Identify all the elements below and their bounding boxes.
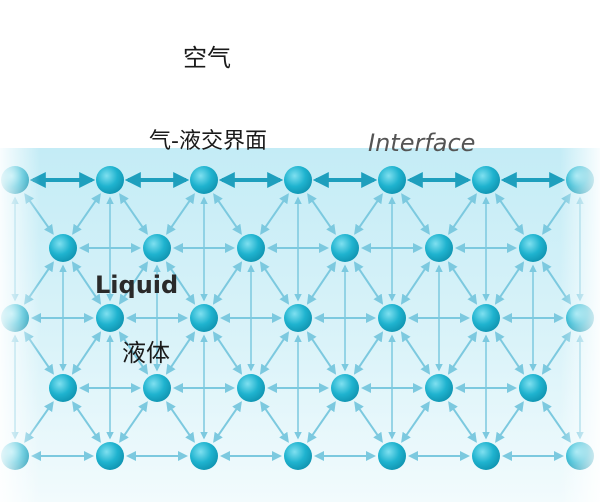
inner-bond-arrow bbox=[354, 193, 383, 235]
inner-bond-arrow bbox=[447, 331, 478, 375]
inner-bond-arrow bbox=[119, 193, 148, 235]
inner-bond-arrow bbox=[212, 331, 243, 375]
inner-bond-arrow bbox=[119, 401, 148, 443]
air-label: 空气 bbox=[183, 44, 231, 72]
liquid-molecule bbox=[96, 304, 124, 332]
inner-bond-arrow bbox=[353, 331, 384, 375]
liquid-molecule bbox=[49, 234, 77, 262]
liquid-molecule bbox=[425, 374, 453, 402]
liquid-molecule bbox=[96, 442, 124, 470]
inner-bond-arrow bbox=[259, 261, 290, 305]
inner-bond-arrow bbox=[72, 401, 101, 443]
inner-bond-arrow bbox=[71, 331, 102, 375]
surface-molecule bbox=[284, 166, 312, 194]
inner-bond-arrow bbox=[118, 261, 149, 305]
inner-bond-arrow bbox=[307, 401, 336, 443]
surface-molecule bbox=[190, 166, 218, 194]
inner-bond-arrow bbox=[448, 193, 477, 235]
inner-bond-arrow bbox=[260, 193, 289, 235]
surface-molecule bbox=[378, 166, 406, 194]
inner-bond-arrow bbox=[166, 401, 195, 443]
inner-bond-arrow bbox=[72, 193, 101, 235]
liquid-molecule bbox=[237, 234, 265, 262]
surface-molecule bbox=[96, 166, 124, 194]
inner-bond-arrow bbox=[353, 261, 384, 305]
liquid-molecule bbox=[190, 304, 218, 332]
inner-bond-arrow bbox=[166, 193, 195, 235]
inner-bond-arrow bbox=[165, 331, 196, 375]
liquid-molecule bbox=[378, 304, 406, 332]
liquid-molecule bbox=[49, 374, 77, 402]
inner-bond-arrow bbox=[212, 261, 243, 305]
liquid-label-en: Liquid bbox=[95, 271, 179, 299]
interface-label-cn: 气-液交界面 bbox=[149, 129, 267, 154]
inner-bond-arrow bbox=[495, 193, 524, 235]
surface-molecule bbox=[472, 166, 500, 194]
liquid-molecule bbox=[237, 374, 265, 402]
liquid-molecule bbox=[331, 234, 359, 262]
liquid-molecule bbox=[425, 234, 453, 262]
inner-bond-arrow bbox=[401, 401, 430, 443]
inner-bond-arrow bbox=[213, 401, 242, 443]
liquid-molecule bbox=[519, 234, 547, 262]
liquid-molecule bbox=[472, 304, 500, 332]
inner-bond-arrow bbox=[307, 193, 336, 235]
inner-bond-arrow bbox=[494, 331, 525, 375]
inner-bond-arrow bbox=[495, 401, 524, 443]
edge-fade-left bbox=[0, 148, 40, 502]
liquid-molecule bbox=[284, 304, 312, 332]
inner-bond-arrow bbox=[306, 331, 337, 375]
inner-bond-arrow bbox=[448, 401, 477, 443]
inner-bond-arrow bbox=[400, 261, 431, 305]
edge-fade-right bbox=[560, 148, 600, 502]
liquid-label-cn: 液体 bbox=[122, 339, 170, 367]
inner-bond-arrow bbox=[447, 261, 478, 305]
liquid-molecule bbox=[472, 442, 500, 470]
inner-bond-arrow bbox=[494, 261, 525, 305]
liquid-molecule bbox=[143, 374, 171, 402]
inner-bond-arrow bbox=[354, 401, 383, 443]
inner-bond-arrow bbox=[71, 261, 102, 305]
liquid-molecule bbox=[519, 374, 547, 402]
inner-bond-arrow bbox=[213, 193, 242, 235]
inner-bond-arrow bbox=[165, 261, 196, 305]
inner-bond-arrow bbox=[401, 193, 430, 235]
liquid-molecule bbox=[284, 442, 312, 470]
inner-bond-arrow bbox=[118, 331, 149, 375]
liquid-molecule bbox=[378, 442, 406, 470]
liquid-molecule bbox=[190, 442, 218, 470]
interface-label-en: Interface bbox=[368, 129, 476, 157]
inner-bond-arrow bbox=[400, 331, 431, 375]
inner-bond-arrow bbox=[259, 331, 290, 375]
inner-bond-arrow bbox=[306, 261, 337, 305]
inner-bond-arrow bbox=[260, 401, 289, 443]
liquid-molecule bbox=[331, 374, 359, 402]
liquid-molecule bbox=[143, 234, 171, 262]
